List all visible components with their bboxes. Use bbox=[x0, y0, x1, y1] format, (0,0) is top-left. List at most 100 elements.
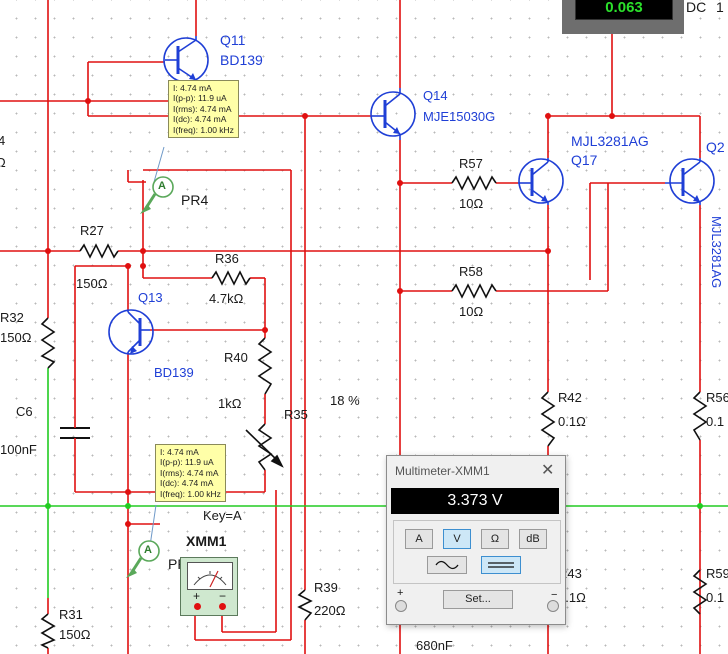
ac-wave-icon bbox=[435, 560, 459, 570]
r40-label: R40 bbox=[224, 350, 248, 365]
q2x-symbol bbox=[665, 158, 715, 205]
mode-button-ammeter[interactable]: A bbox=[405, 529, 433, 549]
r42-label: R42 bbox=[558, 390, 582, 405]
left-cut-label-mid: Ω bbox=[0, 155, 6, 170]
r57-value: 10Ω bbox=[459, 196, 484, 211]
xmm1-minus-terminal: − bbox=[219, 589, 227, 603]
plus-terminal-label: + bbox=[397, 587, 404, 599]
r56-label: R56 bbox=[706, 390, 728, 405]
plus-terminal-jack[interactable] bbox=[395, 600, 407, 612]
r58-value: 10Ω bbox=[459, 304, 484, 319]
r58-symbol bbox=[451, 283, 497, 299]
ac-mode-button[interactable] bbox=[427, 556, 467, 574]
r42-symbol bbox=[540, 391, 556, 447]
r35-label: R35 bbox=[284, 407, 308, 422]
minus-terminal-jack[interactable] bbox=[547, 600, 559, 612]
r36-value: 4.7kΩ bbox=[209, 291, 244, 306]
c6-label: C6 bbox=[16, 404, 33, 419]
r56-value: 0.1 bbox=[706, 414, 725, 429]
pr3-glyph: A bbox=[144, 544, 152, 556]
r59-symbol bbox=[692, 569, 708, 615]
set-button[interactable]: Set... bbox=[443, 590, 513, 609]
probe-line: I(rms): 4.74 mA bbox=[160, 467, 219, 478]
r56-symbol bbox=[692, 391, 708, 441]
bottom-cap-value: 680nF bbox=[416, 638, 453, 653]
dc-voltmeter-display: 0.063 bbox=[575, 0, 673, 20]
q13-symbol bbox=[108, 309, 154, 355]
dc-voltmeter[interactable]: 0.063 bbox=[562, 0, 684, 34]
probe-pr4-readout: I: 4.74 mA I(p-p): 11.9 uA I(rms): 4.74 … bbox=[168, 80, 239, 139]
probe-line: I(dc): 4.74 mA bbox=[160, 478, 214, 489]
r32-symbol bbox=[40, 317, 56, 369]
mode-panel bbox=[393, 520, 561, 584]
multimeter-window[interactable]: Multimeter-XMM1 ✕ 3.373 V A V Ω dB + − S… bbox=[386, 455, 566, 625]
r58-label: R58 bbox=[459, 264, 483, 279]
dc-line-icon bbox=[488, 562, 514, 568]
r35-symbol bbox=[257, 423, 273, 471]
probe-line: I: 4.74 mA bbox=[160, 447, 199, 457]
left-cut-label-top: 4 bbox=[0, 133, 6, 148]
r57-label: R57 bbox=[459, 156, 483, 171]
r40-value: 1kΩ bbox=[218, 396, 242, 411]
mode-button-ohmmeter[interactable]: Ω bbox=[481, 529, 509, 549]
q11-label: Q11 bbox=[220, 32, 246, 48]
xmm1-instrument[interactable]: + − bbox=[180, 557, 238, 616]
r32-label: R32 bbox=[0, 310, 24, 325]
r35-percent: 18 % bbox=[330, 393, 360, 408]
q14-symbol bbox=[370, 88, 416, 140]
mode-button-voltmeter[interactable]: V bbox=[443, 529, 471, 549]
xmm1-plus-terminal: + bbox=[193, 589, 201, 603]
dc-mode-button[interactable] bbox=[481, 556, 521, 574]
r59-value: 0.1 bbox=[706, 590, 725, 605]
r39-value: 220Ω bbox=[314, 603, 346, 618]
close-icon[interactable]: ✕ bbox=[541, 462, 555, 479]
q13-label: Q13 bbox=[138, 290, 163, 305]
r31-symbol bbox=[40, 613, 56, 649]
probe-line: I(freq): 1.00 kHz bbox=[173, 124, 234, 135]
r39-symbol bbox=[297, 589, 313, 621]
probe-line: I(p-p): 11.9 uA bbox=[160, 457, 214, 468]
xmm1-plus-pin[interactable] bbox=[194, 603, 201, 610]
probe-line: I(p-p): 11.9 uA bbox=[173, 93, 227, 104]
r31-label: R31 bbox=[59, 607, 83, 622]
pr4-glyph: A bbox=[158, 180, 166, 192]
r36-label: R36 bbox=[215, 251, 239, 266]
q2x-model: MJL3281AG bbox=[709, 216, 724, 289]
probe-line: I(dc): 4.74 mA bbox=[173, 114, 227, 125]
r42-value: 0.1Ω bbox=[558, 414, 586, 429]
q13-model: BD139 bbox=[154, 365, 194, 380]
probe-line: I(rms): 4.74 mA bbox=[173, 103, 232, 114]
q17-symbol bbox=[518, 158, 564, 205]
minus-terminal-label: − bbox=[551, 589, 558, 601]
r39-label: R39 bbox=[314, 580, 338, 595]
probe-line: I(freq): 1.00 kHz bbox=[160, 488, 221, 499]
r36-symbol bbox=[211, 270, 251, 286]
r57-symbol bbox=[451, 175, 497, 191]
r32-value: 150Ω bbox=[0, 330, 32, 345]
multimeter-title: Multimeter-XMM1 bbox=[395, 464, 490, 478]
q14-label: Q14 bbox=[423, 88, 448, 103]
q17-label: Q17 bbox=[571, 152, 598, 168]
r27-value: 150Ω bbox=[76, 276, 108, 291]
c6-value: 100nF bbox=[0, 442, 37, 457]
multimeter-readout: 3.373 V bbox=[391, 488, 559, 514]
probe-line: I: 4.74 mA bbox=[173, 83, 212, 93]
xmm1-minus-pin[interactable] bbox=[219, 603, 226, 610]
r27-symbol bbox=[79, 243, 119, 259]
r31-value: 150Ω bbox=[59, 627, 91, 642]
q17-model: MJL3281AG bbox=[571, 133, 649, 149]
q2x-label: Q2 bbox=[706, 139, 725, 155]
r59-label: R59 bbox=[706, 566, 728, 581]
q11-model: BD139 bbox=[220, 52, 263, 68]
pr4-label: PR4 bbox=[181, 192, 209, 208]
q14-model: MJE15030G bbox=[423, 109, 496, 124]
q11-symbol bbox=[163, 36, 209, 84]
dc-suffix-label: 1 bbox=[716, 0, 724, 15]
probe-pr3-readout: I: 4.74 mA I(p-p): 11.9 uA I(rms): 4.74 … bbox=[155, 444, 226, 503]
r40-symbol bbox=[257, 337, 273, 395]
gauge-icon bbox=[187, 562, 233, 590]
xmm1-label: XMM1 bbox=[186, 533, 227, 549]
mode-button-decibel[interactable]: dB bbox=[519, 529, 547, 549]
